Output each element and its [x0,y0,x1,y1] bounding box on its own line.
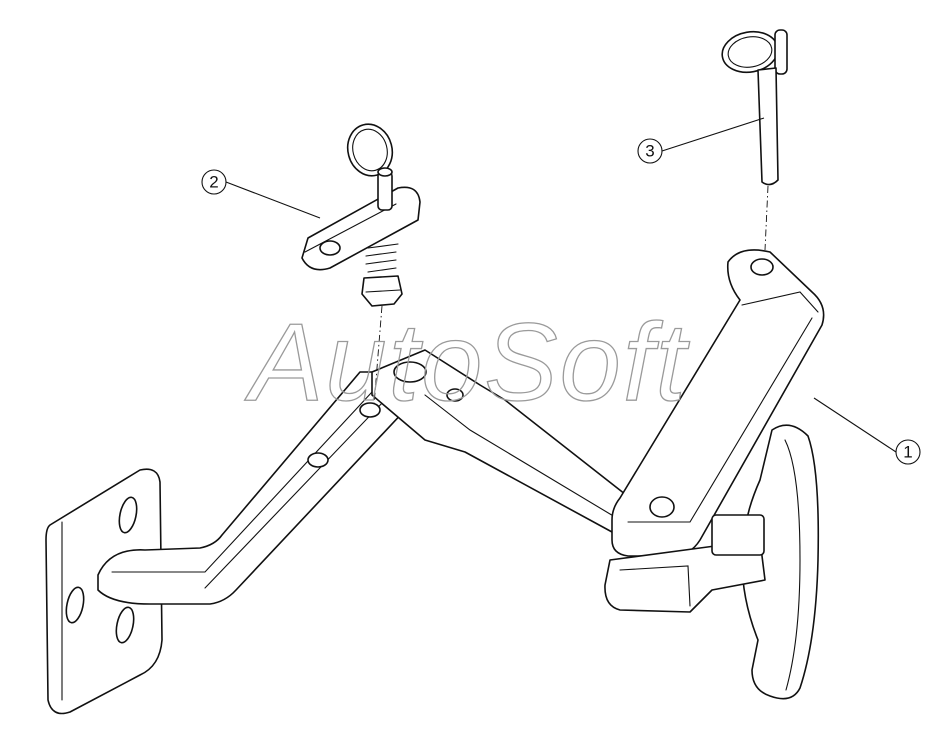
callout-3-label: 3 [645,142,654,161]
callout-3: 3 [637,117,765,164]
watermark-text: AutoSoft [244,301,690,424]
pivot-pin [721,29,788,251]
callout-2: 2 [201,169,321,219]
latch-plate-assembly [301,123,421,406]
callout-1-label: 1 [903,443,912,462]
callout-2-label: 2 [209,173,218,192]
callout-1: 1 [813,397,921,465]
handle-lever [371,249,825,700]
